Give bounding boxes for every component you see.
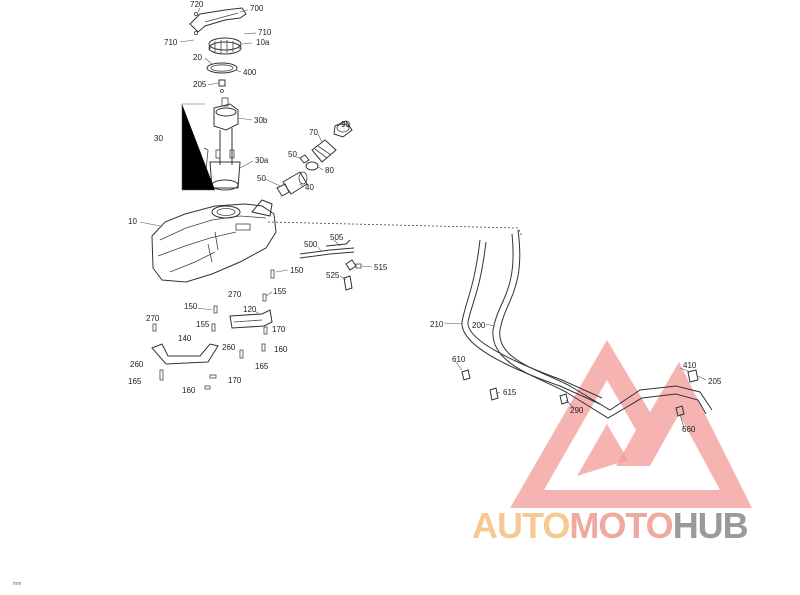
label-10: 10 <box>128 217 137 226</box>
hose-50 <box>276 154 310 197</box>
label-710-right: 710 <box>258 28 272 37</box>
vent-valve-500 <box>299 239 362 291</box>
label-170-lower: 170 <box>228 376 242 385</box>
seal-20 <box>206 62 238 74</box>
watermark-hub: HUB <box>672 505 749 546</box>
hose-210 <box>461 239 603 405</box>
label-270-lower: 270 <box>146 314 160 323</box>
label-700: 700 <box>250 4 264 13</box>
strap-140 <box>151 343 219 365</box>
label-160-upper: 160 <box>274 345 288 354</box>
footer-code: mm <box>13 581 22 587</box>
bolts-hardware <box>152 269 275 390</box>
label-660: 660 <box>682 425 696 434</box>
label-140: 140 <box>178 334 192 343</box>
label-710-left: 710 <box>164 38 178 47</box>
group-bracket-30 <box>181 104 215 191</box>
label-400: 400 <box>243 68 257 77</box>
leader-lines <box>139 7 707 429</box>
label-720: 720 <box>190 0 204 9</box>
strap-120 <box>229 309 273 329</box>
label-205-right: 205 <box>708 377 722 386</box>
label-505: 505 <box>330 233 344 242</box>
label-150-upper: 150 <box>290 266 304 275</box>
label-525: 525 <box>326 271 340 280</box>
label-30a: 30a <box>255 156 269 165</box>
label-80: 80 <box>325 166 334 175</box>
clamp-80 <box>305 161 319 171</box>
label-90: 90 <box>341 120 350 129</box>
label-290: 290 <box>570 406 584 415</box>
label-155-upper: 155 <box>273 287 287 296</box>
watermark-moto: MOTO <box>569 505 673 546</box>
label-205-top: 205 <box>193 80 207 89</box>
label-615: 615 <box>503 388 517 397</box>
label-155-lower: 155 <box>196 320 210 329</box>
vent-dashed-line <box>267 221 523 237</box>
part-labels: 720 700 710 710 10a 20 400 205 30b 30 30… <box>128 0 722 434</box>
label-270-upper: 270 <box>228 290 242 299</box>
bracket-700 <box>189 7 247 35</box>
label-160-lower: 160 <box>182 386 196 395</box>
label-200: 200 <box>472 321 486 330</box>
label-165-right: 165 <box>255 362 269 371</box>
label-210: 210 <box>430 320 444 329</box>
label-515: 515 <box>374 263 388 272</box>
label-50-upper: 50 <box>288 150 297 159</box>
label-30: 30 <box>154 134 163 143</box>
label-30b: 30b <box>254 116 268 125</box>
watermark-logo: AUTOMOTOHUB <box>472 505 749 546</box>
label-150-lower: 150 <box>184 302 198 311</box>
label-50-lower: 50 <box>257 174 266 183</box>
label-40: 40 <box>305 183 314 192</box>
hose-200 <box>492 229 713 419</box>
label-610: 610 <box>452 355 466 364</box>
label-260-lower: 260 <box>130 360 144 369</box>
fitting-205 <box>218 79 226 93</box>
label-10a: 10a <box>256 38 270 47</box>
fuel-tank-10 <box>151 199 277 283</box>
label-165-left: 165 <box>128 377 142 386</box>
label-170-upper: 170 <box>272 325 286 334</box>
filler-neck-70 <box>311 139 337 163</box>
label-260-upper: 260 <box>222 343 236 352</box>
label-120: 120 <box>243 305 257 314</box>
label-20: 20 <box>193 53 202 62</box>
label-500: 500 <box>304 240 318 249</box>
watermark-auto: AUTO <box>472 505 570 546</box>
lock-ring-10a <box>208 37 242 55</box>
watermark-emblem <box>510 340 752 508</box>
label-410: 410 <box>683 361 697 370</box>
label-70: 70 <box>309 128 318 137</box>
